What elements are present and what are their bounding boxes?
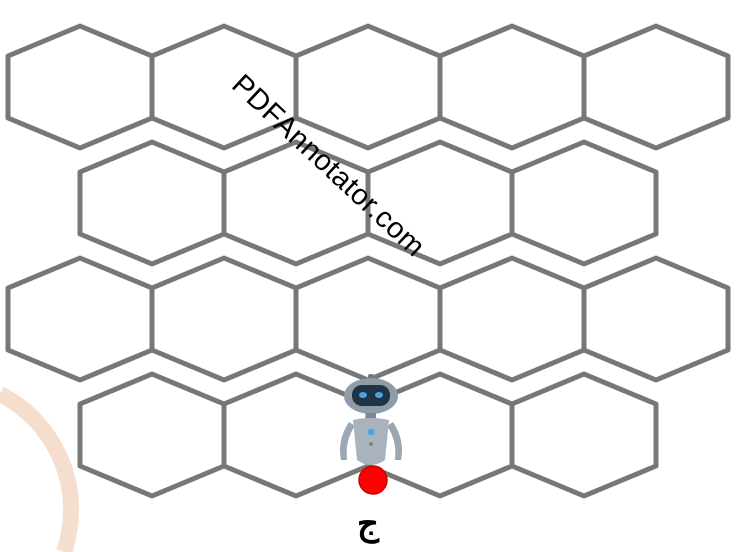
hex-cell [80, 142, 224, 264]
hex-cell [440, 26, 584, 148]
hex-cell [440, 258, 584, 380]
point-marker [359, 466, 387, 494]
hex-cell [8, 26, 152, 148]
hex-cell [8, 258, 152, 380]
hex-cell [296, 26, 440, 148]
left-edge-arc [0, 394, 71, 552]
hex-cell [152, 258, 296, 380]
robot-icon [340, 374, 402, 465]
hex-cell [296, 258, 440, 380]
hex-cell [80, 374, 224, 496]
hex-cell [584, 26, 728, 148]
hex-cell [512, 374, 656, 496]
point-label: ج [346, 504, 390, 544]
hex-cell [584, 258, 728, 380]
hex-cell [512, 142, 656, 264]
